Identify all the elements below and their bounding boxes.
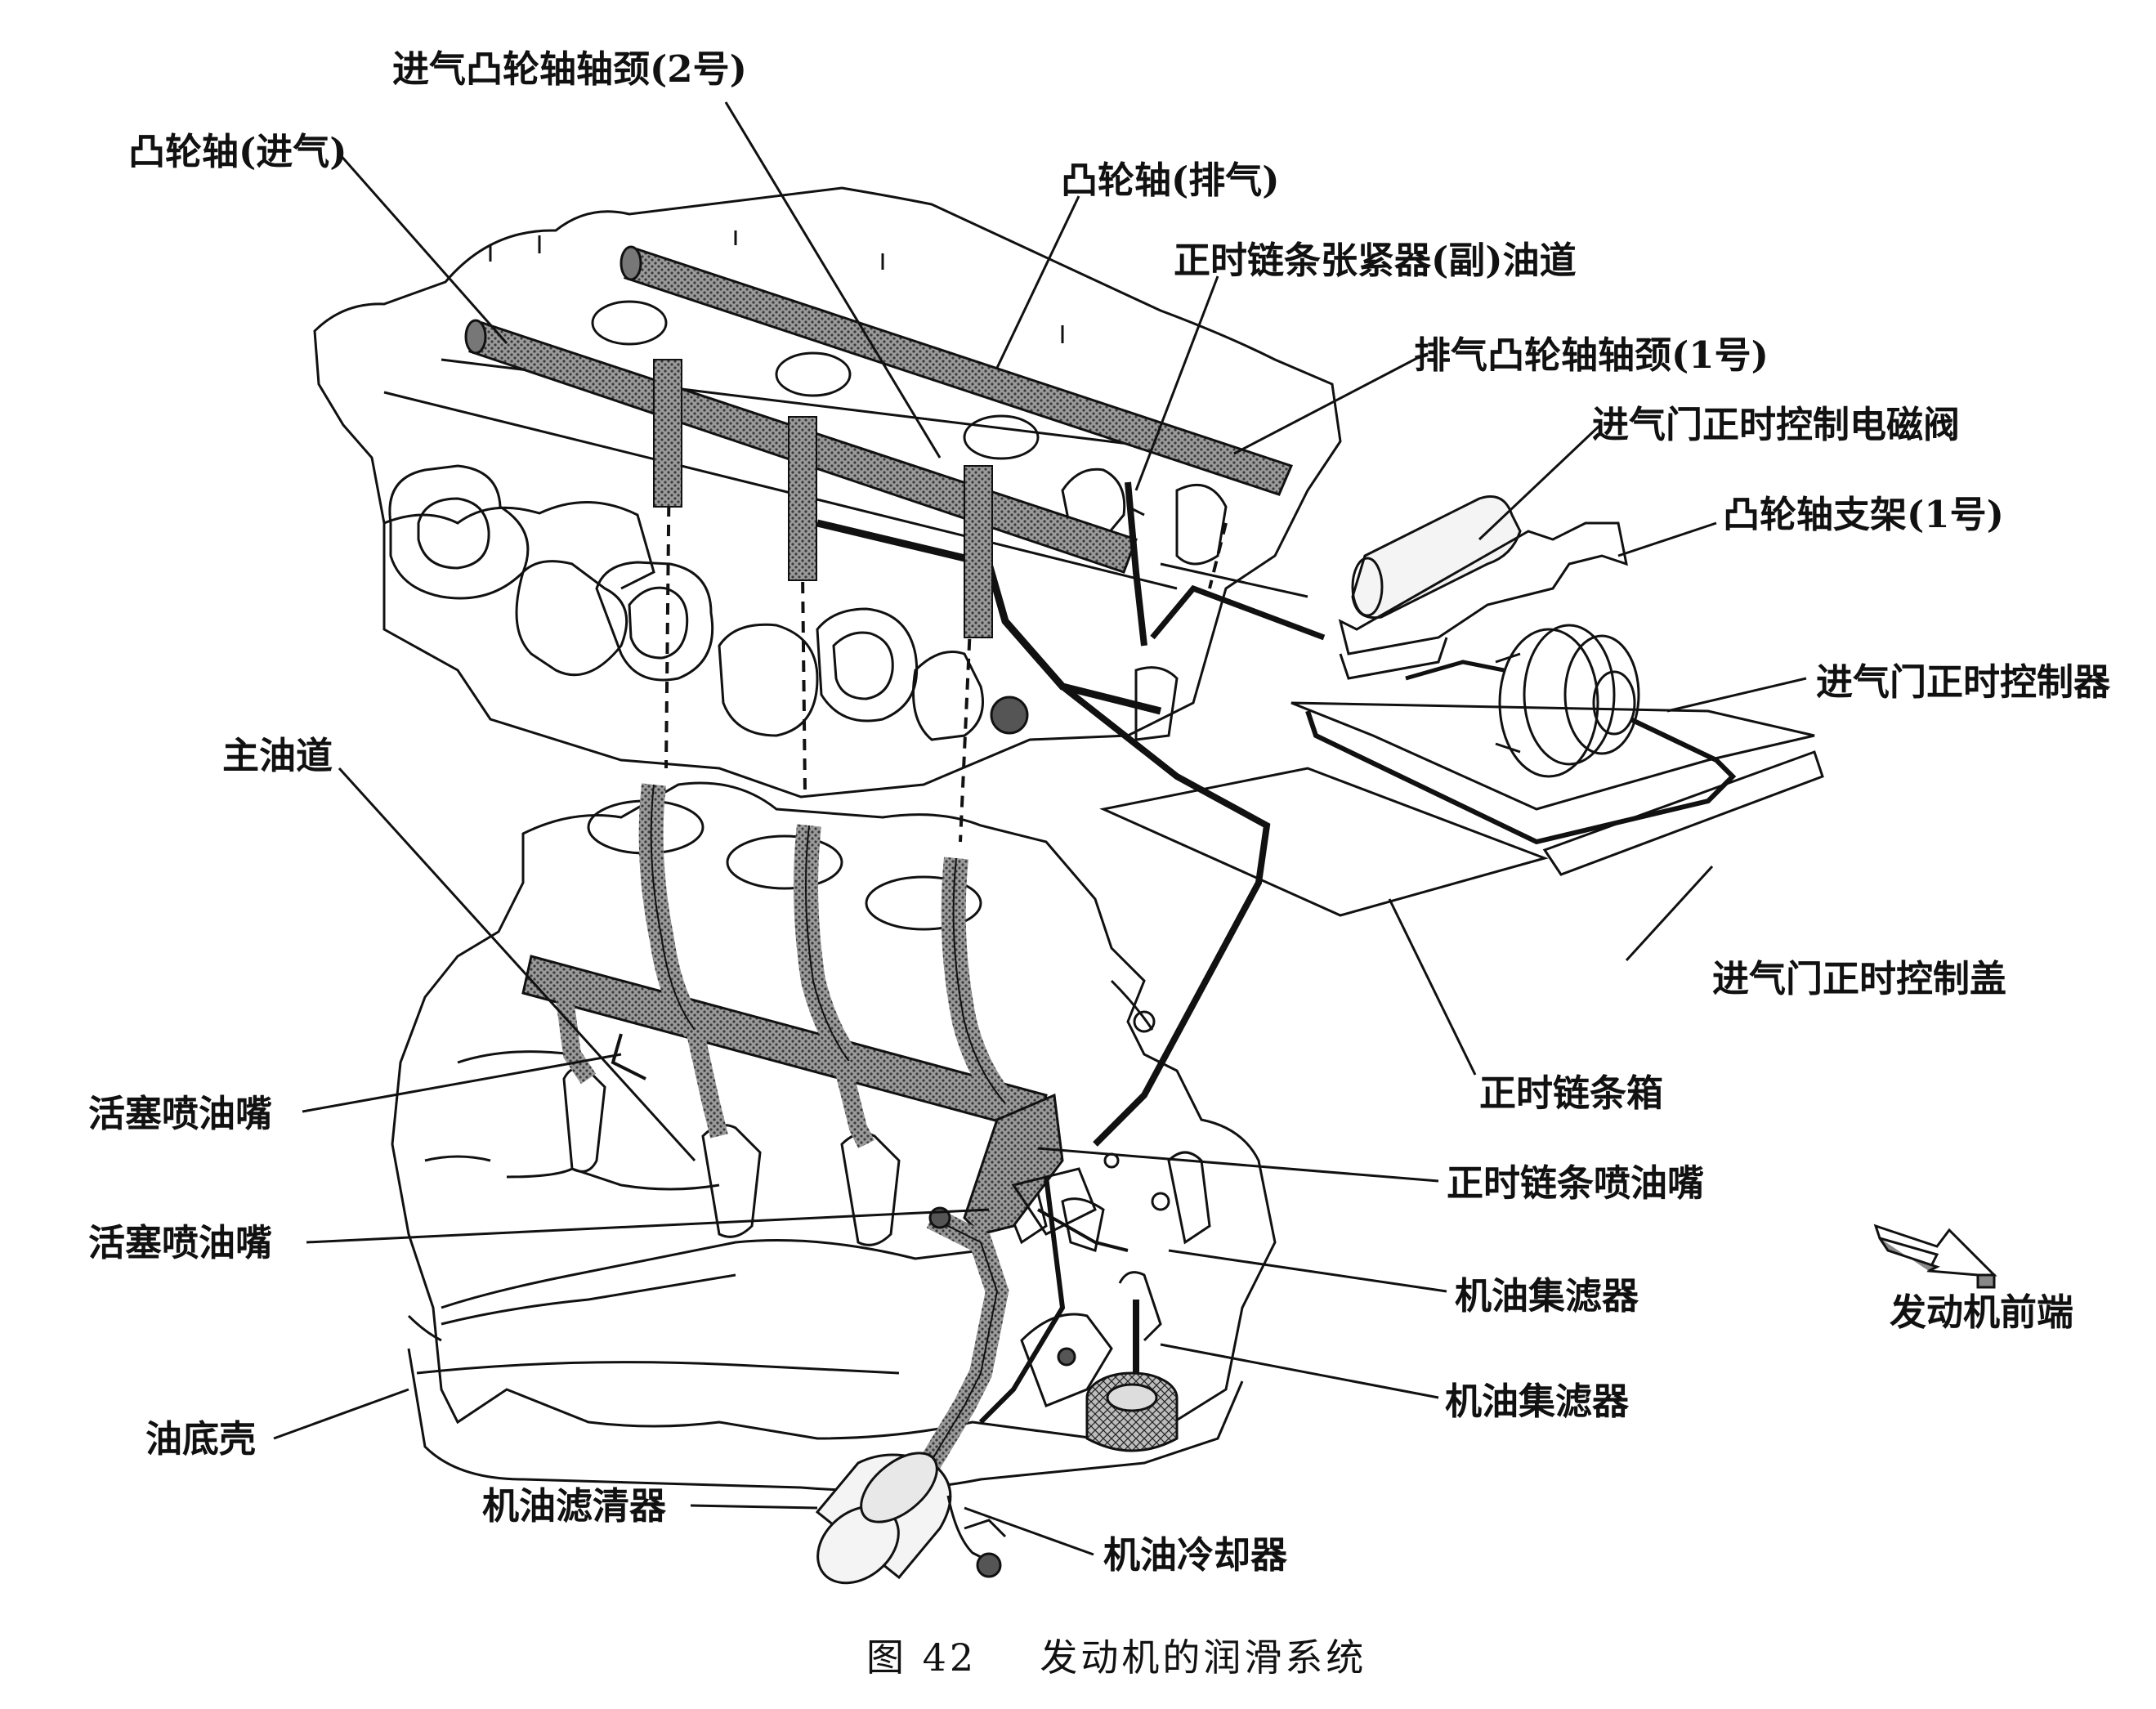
figure-number: 图 42 <box>866 1635 977 1680</box>
label-timing-chain-oil-jet: 正时链条喷油嘴 <box>1447 1161 1705 1205</box>
label-vvt-cover: 进气门正时控制盖 <box>1712 957 2007 1000</box>
label-camshaft-bearing-cap-1: 凸轮轴支架(1号) <box>1723 493 2004 536</box>
label-vvt-solenoid-valve: 进气门正时控制电磁阀 <box>1592 403 1961 446</box>
upper-oil-passages <box>816 481 1326 1147</box>
label-oil-cooler: 机油冷却器 <box>1103 1533 1288 1577</box>
label-oil-strainer-2: 机油集滤器 <box>1445 1380 1630 1423</box>
label-vvt-controller: 进气门正时控制器 <box>1816 660 2111 704</box>
head-feed-columns <box>653 359 993 638</box>
label-piston-oil-jet-1: 活塞喷油嘴 <box>88 1092 273 1135</box>
camshafts <box>464 245 1308 598</box>
leader-lines <box>273 101 1807 1556</box>
label-intake-camshaft: 凸轮轴(进气) <box>128 130 347 173</box>
label-engine-front: 发动机前端 <box>1890 1291 2074 1334</box>
label-piston-oil-jet-2: 活塞喷油嘴 <box>88 1221 273 1264</box>
oil-pump-filter <box>815 1176 1179 1585</box>
label-intake-camshaft-journal-2: 进气凸轮轴轴颈(2号) <box>392 47 747 91</box>
label-main-oil-gallery: 主油道 <box>222 734 333 777</box>
main-gallery <box>521 783 1129 1252</box>
engine-front-arrow-icon <box>1873 1224 1997 1289</box>
label-oil-pan: 油底壳 <box>145 1417 257 1461</box>
label-timing-chain-case: 正时链条箱 <box>1479 1071 1664 1115</box>
cylinder-block <box>391 781 1277 1492</box>
label-exhaust-camshaft-journal-1: 排气凸轮轴轴颈(1号) <box>1414 333 1769 377</box>
label-oil-strainer-1: 机油集滤器 <box>1455 1274 1639 1318</box>
vvt-parts <box>1099 495 1824 917</box>
figure-title: 发动机的润滑系统 <box>1040 1635 1367 1680</box>
label-oil-filter: 机油滤清器 <box>482 1484 667 1528</box>
cylinder-head <box>313 186 1342 799</box>
figure-caption: 图 42 发动机的润滑系统 <box>866 1628 1367 1682</box>
label-timing-chain-tensioner-passage: 正时链条张紧器(副)油道 <box>1174 239 1577 282</box>
label-exhaust-camshaft: 凸轮轴(排气) <box>1061 159 1280 202</box>
